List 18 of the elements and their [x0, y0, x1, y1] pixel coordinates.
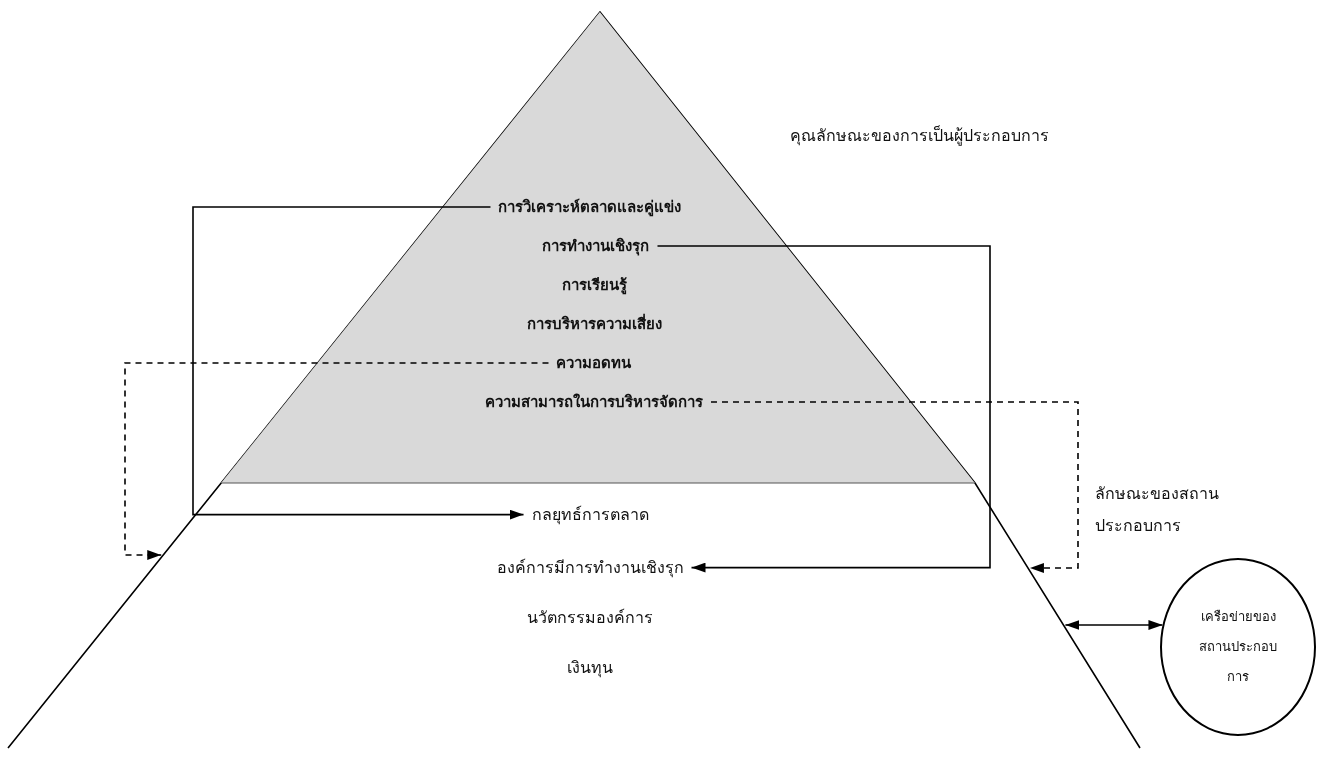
arrow	[192, 206, 525, 520]
dashed-arrow	[710, 401, 1079, 573]
attribute-label: ความอดทน	[556, 354, 632, 372]
outcome-label: เงินทุน	[567, 658, 613, 678]
arrow	[656, 245, 991, 573]
attribute-label: การบริหารความเสี่ยง	[527, 315, 663, 333]
dashed-arrow	[124, 362, 550, 560]
attribute-label: การเรียนรู้	[562, 276, 628, 294]
attribute-label: การทำงานเชิงรุก	[542, 237, 650, 255]
network-circle: เครือข่ายของสถานประกอบการ	[1160, 558, 1316, 736]
outcome-label: องค์การมีการทำงานเชิงรุก	[496, 558, 684, 578]
triangle-heading: คุณลักษณะของการเป็นผู้ประกอบการ	[790, 126, 1049, 147]
triangle-heading: ลักษณะของสถานประกอบการ	[1095, 484, 1220, 536]
outcome-label: นวัตกรรมองค์การ	[527, 608, 653, 628]
attribute-label: ความสามารถในการบริหารจัดการ	[485, 393, 703, 411]
outcome-label: กลยุทธ์การตลาด	[531, 505, 649, 525]
arrow	[1064, 620, 1164, 630]
attribute-label: การวิเคราะห์ตลาดและคู่แข่ง	[498, 198, 682, 216]
